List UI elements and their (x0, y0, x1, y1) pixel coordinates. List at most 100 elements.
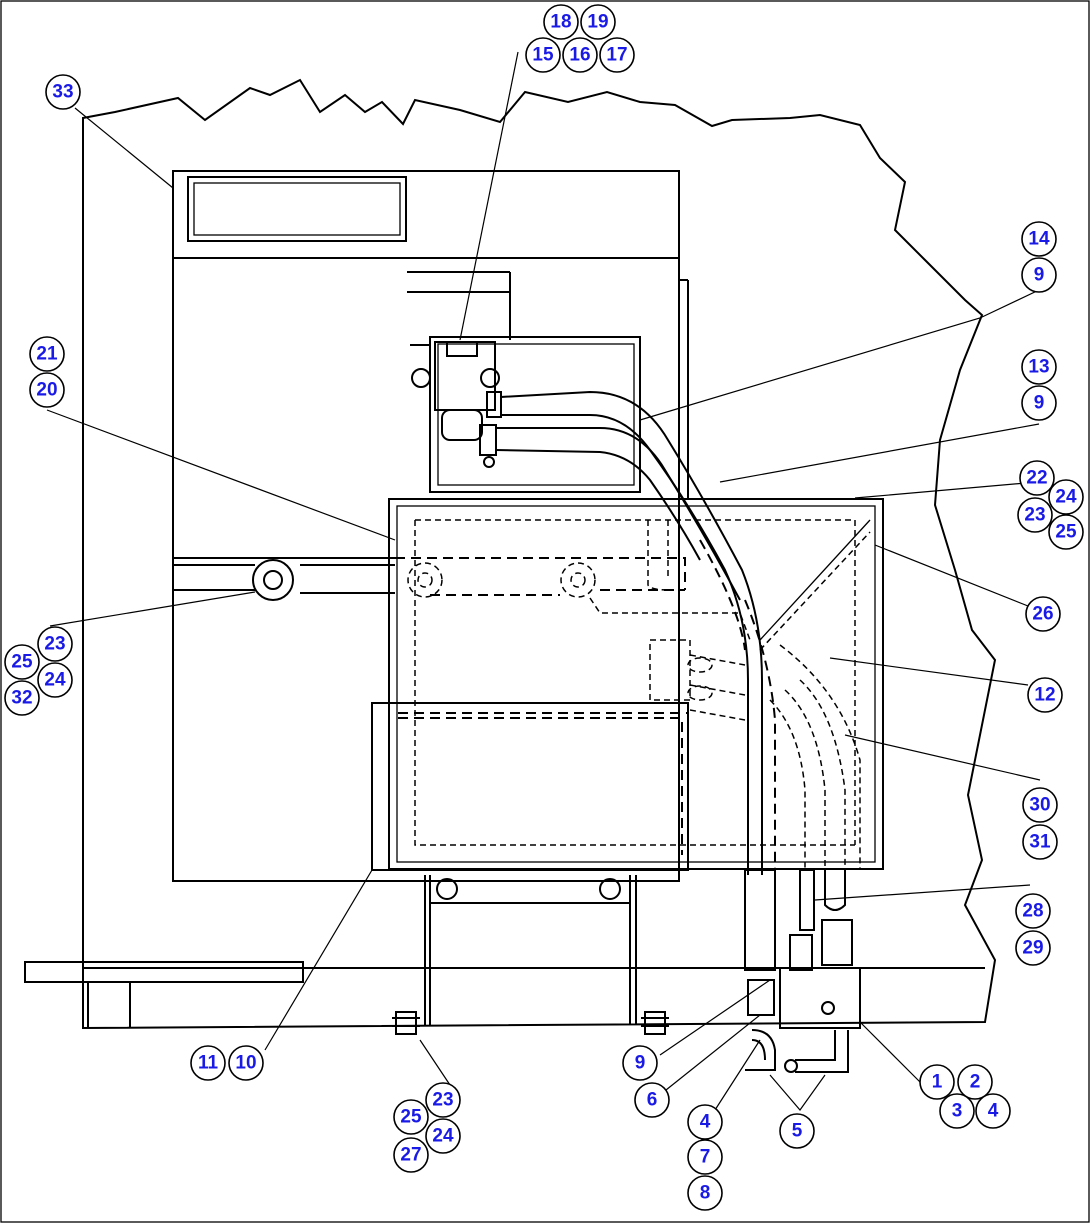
hoses (495, 390, 776, 875)
callout-label: 22 (1026, 468, 1047, 489)
callout-label: 18 (550, 12, 571, 33)
callout-4: 4 (975, 1093, 1011, 1129)
callout-23: 23 (1017, 497, 1053, 533)
callout-label: 24 (432, 1126, 454, 1147)
callout-label: 33 (52, 82, 73, 103)
callout-15: 15 (525, 37, 561, 73)
callout-label: 24 (1055, 487, 1077, 508)
callout-9: 9 (622, 1045, 658, 1081)
callout-label: 14 (1028, 229, 1050, 250)
callout-28: 28 (1015, 893, 1051, 929)
callout-label: 12 (1034, 685, 1055, 706)
rail-bolts (252, 559, 596, 601)
cabinet-housing (172, 170, 689, 882)
callout-8: 8 (687, 1175, 723, 1211)
solenoid-valve (411, 341, 502, 468)
base-frame (24, 961, 985, 1028)
lower-bracket (371, 639, 861, 871)
callout-label: 8 (700, 1183, 711, 1204)
callout-19: 19 (580, 4, 616, 40)
callout-label: 10 (235, 1053, 256, 1074)
callout-12: 12 (1027, 677, 1063, 713)
callout-label: 4 (988, 1101, 999, 1122)
callout-24: 24 (1048, 479, 1084, 515)
hidden-rail (173, 520, 751, 641)
callout-3: 3 (939, 1093, 975, 1129)
callout-25: 25 (4, 644, 40, 680)
callout-label: 6 (647, 1090, 658, 1111)
callout-31: 31 (1022, 824, 1058, 860)
callout-11: 11 (190, 1045, 226, 1081)
callout-6: 6 (634, 1082, 670, 1118)
callout-label: 15 (532, 45, 554, 66)
callout-label: 11 (198, 1053, 219, 1074)
callout-label: 32 (11, 688, 32, 709)
callout-label: 19 (587, 12, 608, 33)
callout-1: 1 (919, 1064, 955, 1100)
callout-label: 25 (1055, 522, 1077, 543)
callout-label: 1 (932, 1072, 943, 1093)
callout-9: 9 (1021, 257, 1057, 293)
callout-label: 23 (44, 634, 65, 655)
callout-23: 23 (425, 1082, 461, 1118)
callout-label: 31 (1029, 832, 1051, 853)
callout-label: 27 (400, 1145, 421, 1166)
callout-label: 9 (635, 1053, 646, 1074)
callout-24: 24 (425, 1118, 461, 1154)
callout-7: 7 (687, 1139, 723, 1175)
leader-lines (46, 51, 1041, 1111)
callout-10: 10 (228, 1045, 264, 1081)
callout-32: 32 (4, 680, 40, 716)
callout-30: 30 (1022, 787, 1058, 823)
callout-label: 7 (700, 1147, 711, 1168)
callout-5: 5 (779, 1113, 815, 1149)
callout-label: 23 (1024, 505, 1045, 526)
callout-label: 21 (36, 344, 58, 365)
callout-label: 4 (700, 1112, 711, 1133)
callout-label: 9 (1034, 393, 1045, 414)
leg-bolts (392, 1011, 669, 1035)
manifold (744, 869, 861, 1073)
tank-legs (424, 875, 637, 1025)
callout-20: 20 (29, 372, 65, 408)
callout-label: 26 (1032, 604, 1053, 625)
callout-26: 26 (1025, 596, 1061, 632)
callout-13: 13 (1021, 349, 1057, 385)
callout-17: 17 (599, 37, 635, 73)
callout-25: 25 (1048, 514, 1084, 550)
callout-label: 2 (970, 1072, 981, 1093)
callout-label: 29 (1022, 938, 1043, 959)
valve-window (410, 336, 641, 493)
callout-label: 9 (1034, 265, 1045, 286)
callout-2: 2 (957, 1064, 993, 1100)
callout-label: 17 (606, 45, 627, 66)
callout-24: 24 (37, 662, 73, 698)
main-panel (82, 78, 997, 1030)
callout-29: 29 (1015, 930, 1051, 966)
callout-label: 5 (792, 1121, 803, 1142)
callout-25: 25 (393, 1099, 429, 1135)
callout-22: 22 (1019, 460, 1055, 496)
callout-4: 4 (687, 1104, 723, 1140)
callout-label: 16 (569, 45, 590, 66)
callout-label: 25 (400, 1107, 422, 1128)
callout-21: 21 (29, 336, 65, 372)
callout-label: 30 (1029, 795, 1050, 816)
callout-27: 27 (393, 1137, 429, 1173)
callouts: 1 2 3 4 4 5 6 7 8 9 9 9 10 11 12 13 14 1… (4, 4, 1084, 1211)
callout-label: 23 (432, 1090, 453, 1111)
callout-label: 13 (1028, 357, 1049, 378)
callout-16: 16 (562, 37, 598, 73)
callout-label: 25 (11, 652, 33, 673)
callout-label: 24 (44, 670, 66, 691)
callout-14: 14 (1021, 221, 1057, 257)
callout-18: 18 (543, 4, 579, 40)
callout-label: 28 (1022, 901, 1043, 922)
callout-label: 20 (36, 380, 57, 401)
tank (388, 498, 884, 870)
callout-33: 33 (45, 74, 81, 110)
callout-23: 23 (37, 626, 73, 662)
